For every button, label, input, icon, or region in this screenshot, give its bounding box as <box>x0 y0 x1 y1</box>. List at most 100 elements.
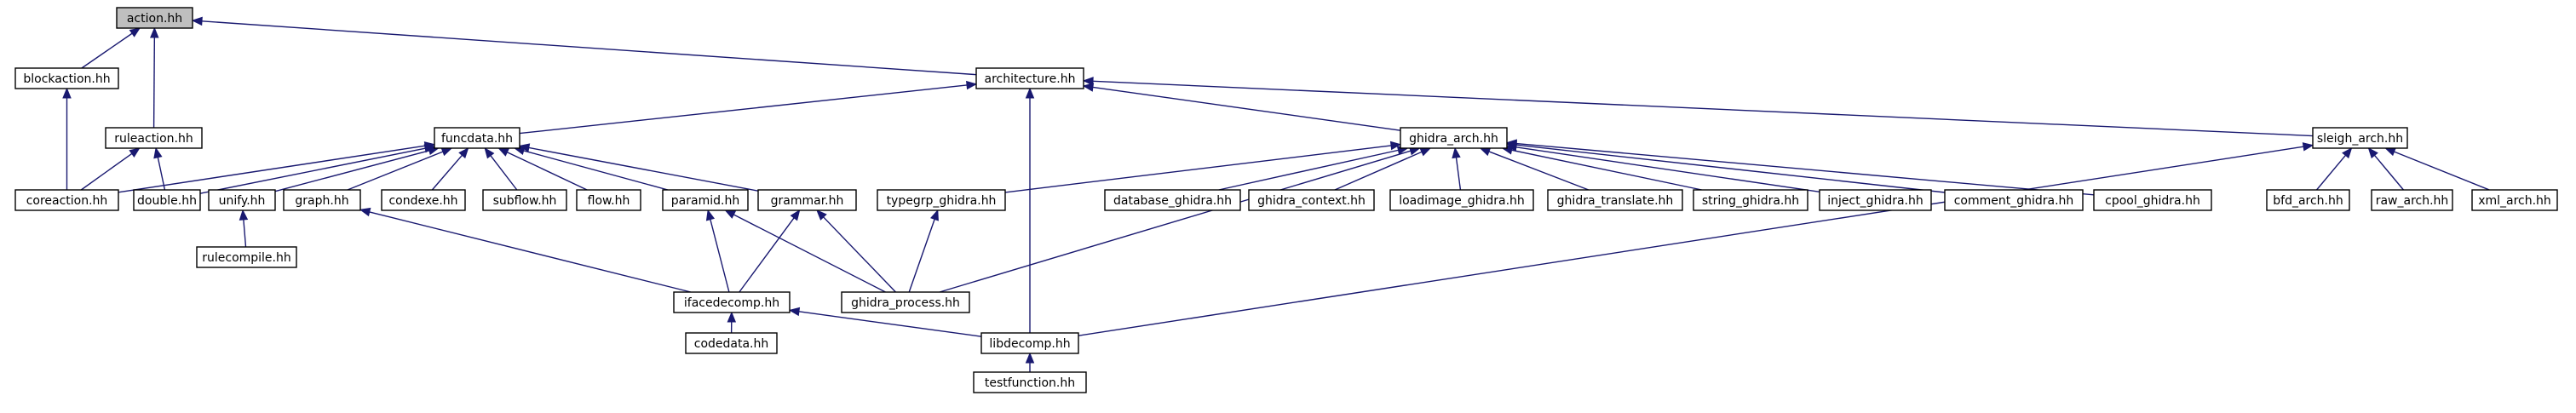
arrowhead <box>966 80 978 90</box>
arrowhead <box>1082 83 1095 92</box>
node-box <box>1104 189 1241 211</box>
arrowhead <box>788 307 801 317</box>
node-double[interactable]: double.hh <box>133 189 201 211</box>
edge-line <box>118 145 426 193</box>
node-label: graph.hh <box>295 194 348 208</box>
node-label: testfunction.hh <box>985 376 1075 390</box>
node-coreaction[interactable]: coreaction.hh <box>14 189 119 211</box>
edge-line <box>243 219 247 248</box>
node-label: flow.hh <box>588 194 630 208</box>
arrowhead <box>705 209 716 221</box>
edge-line <box>490 155 518 191</box>
node-label: comment_ghidra.hh <box>1954 194 2074 208</box>
node-string_ghidra[interactable]: string_ghidra.hh <box>1693 189 1808 211</box>
node-ghidra_context[interactable]: ghidra_context.hh <box>1248 189 1375 211</box>
arrowhead <box>1452 146 1461 159</box>
arrowhead <box>1082 77 1094 86</box>
node-label: ghidra_process.hh <box>851 296 960 310</box>
edge-ghidra_process-to-ghidra_arch <box>939 146 1421 293</box>
edge-libdecomp-to-architecture <box>1025 87 1035 333</box>
node-inject_ghidra[interactable]: inject_ghidra.hh <box>1819 189 1932 211</box>
node-ifacedecomp[interactable]: ifacedecomp.hh <box>673 291 791 313</box>
arrowhead <box>2367 146 2378 159</box>
node-ruleaction[interactable]: ruleaction.hh <box>105 127 203 149</box>
edge-loadimage_ghidra-to-ghidra_arch <box>1452 146 1462 191</box>
node-codedata[interactable]: codedata.hh <box>685 332 778 354</box>
node-box <box>980 332 1079 354</box>
node-ghidra_process[interactable]: ghidra_process.hh <box>841 291 970 313</box>
node-subflow[interactable]: subflow.hh <box>482 189 567 211</box>
edge-line <box>1092 86 1401 131</box>
node-label: codedata.hh <box>694 337 769 351</box>
edge-ghidra_process-to-grammar <box>816 209 896 293</box>
node-raw_arch[interactable]: raw_arch.hh <box>2371 189 2453 211</box>
edge-inject_ghidra-to-ghidra_arch <box>1505 142 1820 193</box>
node-funcdata[interactable]: funcdata.hh <box>434 127 520 149</box>
node-cpool_ghidra[interactable]: cpool_ghidra.hh <box>2093 189 2212 211</box>
node-label: sleigh_arch.hh <box>2317 132 2403 146</box>
node-box <box>2266 189 2350 211</box>
node-sleigh_arch[interactable]: sleigh_arch.hh <box>2312 127 2408 149</box>
node-box <box>2371 189 2453 211</box>
node-label: action.hh <box>127 12 182 26</box>
edge-coreaction-to-blockaction <box>62 87 72 190</box>
node-libdecomp[interactable]: libdecomp.hh <box>980 332 1079 354</box>
node-label: typegrp_ghidra.hh <box>887 194 997 208</box>
node-action[interactable]: action.hh <box>116 7 193 29</box>
arrowhead <box>1389 141 1402 151</box>
node-box <box>381 189 466 211</box>
edge-line <box>1488 151 1590 191</box>
node-box <box>975 67 1084 89</box>
node-label: grammar.hh <box>771 194 844 208</box>
arrowhead <box>2342 146 2353 159</box>
edge-line <box>798 311 982 337</box>
node-box <box>14 189 119 211</box>
arrowhead <box>440 147 453 157</box>
edge-line <box>528 146 759 192</box>
node-graph[interactable]: graph.hh <box>283 189 361 211</box>
arrowhead <box>239 209 249 221</box>
node-box <box>757 189 857 211</box>
node-label: blockaction.hh <box>23 72 110 86</box>
node-paramid[interactable]: paramid.hh <box>662 189 749 211</box>
node-label: condexe.hh <box>388 194 457 208</box>
edge-double-to-ruleaction <box>153 146 166 191</box>
node-rulecompile[interactable]: rulecompile.hh <box>196 246 297 268</box>
node-grammar[interactable]: grammar.hh <box>757 189 857 211</box>
node-flow[interactable]: flow.hh <box>576 189 641 211</box>
node-unify[interactable]: unify.hh <box>208 189 276 211</box>
node-box <box>841 291 970 313</box>
edge-unify-to-funcdata <box>274 146 440 192</box>
node-loadimage_ghidra[interactable]: loadimage_ghidra.hh <box>1389 189 1534 211</box>
node-typegrp_ghidra[interactable]: typegrp_ghidra.hh <box>877 189 1006 211</box>
node-label: rulecompile.hh <box>202 251 291 265</box>
edge-line <box>2394 151 2490 191</box>
edge-line <box>152 37 156 129</box>
node-database_ghidra[interactable]: database_ghidra.hh <box>1104 189 1241 211</box>
edge-testfunction-to-libdecomp <box>1025 352 1035 372</box>
node-label: funcdata.hh <box>441 132 513 146</box>
node-label: database_ghidra.hh <box>1113 194 1232 208</box>
node-condexe[interactable]: condexe.hh <box>381 189 466 211</box>
arrowhead <box>484 146 495 159</box>
edge-ruleaction-to-action <box>150 26 159 129</box>
edge-line <box>157 157 166 191</box>
node-ghidra_translate[interactable]: ghidra_translate.hh <box>1547 189 1683 211</box>
edge-ghidra_process-to-typegrp_ghidra <box>908 209 939 293</box>
node-label: unify.hh <box>219 194 266 208</box>
edge-rulecompile-to-unify <box>239 209 249 248</box>
node-label: ghidra_context.hh <box>1257 194 1366 208</box>
node-comment_ghidra[interactable]: comment_ghidra.hh <box>1944 189 2084 211</box>
edge-xml_arch-to-sleigh_arch <box>2384 147 2490 191</box>
arrowhead <box>816 209 827 221</box>
node-ghidra_arch[interactable]: ghidra_arch.hh <box>1400 127 1508 149</box>
node-architecture[interactable]: architecture.hh <box>975 67 1084 89</box>
node-blockaction[interactable]: blockaction.hh <box>14 67 119 89</box>
node-bfd_arch[interactable]: bfd_arch.hh <box>2266 189 2350 211</box>
edge-line <box>939 150 1412 293</box>
node-testfunction[interactable]: testfunction.hh <box>973 371 1087 393</box>
node-xml_arch[interactable]: xml_arch.hh <box>2471 189 2558 211</box>
node-box <box>1547 189 1683 211</box>
edge-coreaction-to-funcdata <box>118 141 436 193</box>
edge-architecture-to-action <box>191 16 977 76</box>
